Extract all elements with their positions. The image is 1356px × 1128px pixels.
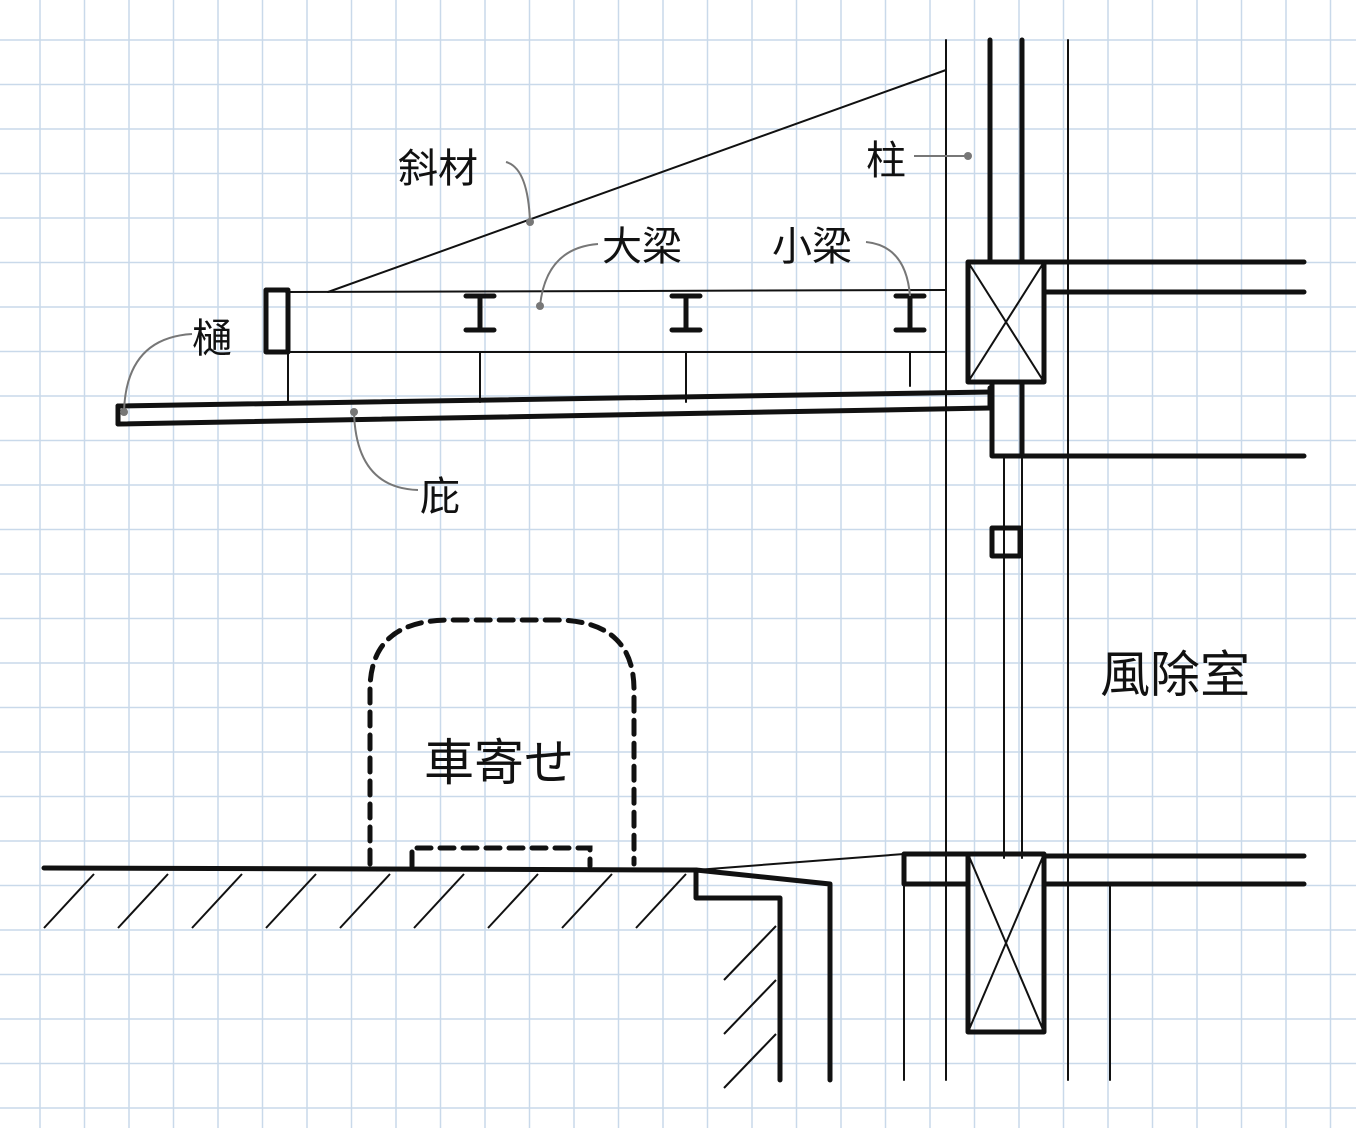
hatch-stroke: [413, 873, 465, 929]
upper-column-box: [965, 259, 1047, 385]
gutter-label: 樋: [192, 316, 232, 362]
car-porch-envelope: [367, 617, 637, 869]
hatch-stroke: [635, 873, 687, 929]
gutter-edge-box: [263, 287, 291, 355]
hatch-stroke: [43, 873, 95, 929]
lower-column-box: [965, 851, 1047, 1035]
eave-slab: [115, 385, 993, 427]
hatch-stroke: [117, 873, 169, 929]
leader-dot: [964, 152, 972, 160]
column-and-walls: [945, 37, 1307, 1081]
ground-hatching: [43, 873, 777, 1089]
leader-dot: [536, 302, 544, 310]
floor-structure: [41, 851, 1307, 1083]
small-beams: [287, 293, 927, 405]
mullion-section: [989, 525, 1023, 559]
hatch-stroke: [191, 873, 243, 929]
main-beam-label: 大梁: [602, 224, 682, 270]
hatch-stroke: [723, 925, 777, 981]
small-beam-label: 小梁: [772, 224, 852, 270]
column-label: 柱: [866, 138, 906, 184]
canopy-beam: [263, 287, 947, 355]
hatch-stroke: [723, 1033, 777, 1089]
hatch-stroke: [487, 873, 539, 929]
car-porch-label: 車寄せ: [424, 734, 574, 792]
hatch-stroke: [265, 873, 317, 929]
diagonal-member-label: 斜材: [398, 146, 478, 192]
hatch-stroke: [339, 873, 391, 929]
leader-dot: [120, 408, 128, 416]
leader-lines: [120, 152, 972, 491]
windbreak-room-label: 風除室: [1100, 646, 1250, 704]
leader-dot: [526, 218, 534, 226]
sill-block: [901, 851, 971, 887]
hatch-stroke: [723, 979, 777, 1035]
eave-label: 庇: [420, 474, 460, 520]
hatch-stroke: [561, 873, 613, 929]
leader-dot: [350, 408, 358, 416]
